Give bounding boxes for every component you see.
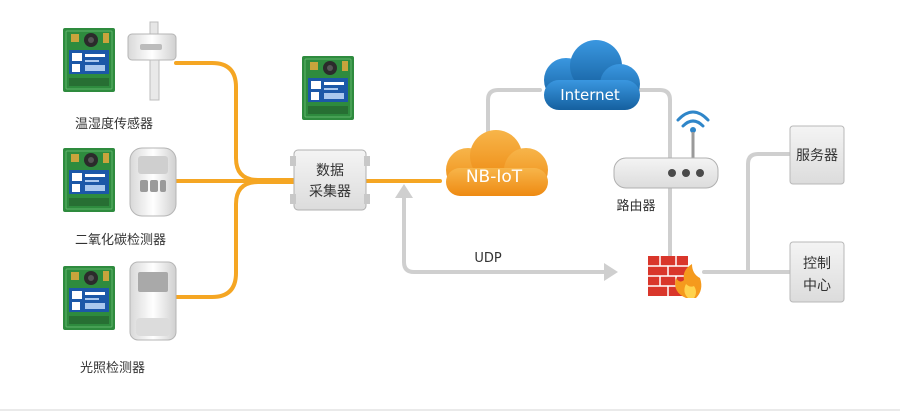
temp-humidity-label: 温湿度传感器 — [75, 116, 153, 132]
udp-label: UDP — [474, 251, 502, 266]
link-nbiot-internet — [486, 88, 542, 140]
server-label: 服务器 — [796, 148, 838, 164]
temp-humidity-probe-icon — [127, 21, 177, 101]
link-internet-router — [634, 88, 672, 160]
co2-meter-icon — [129, 147, 177, 217]
nbiot-label: NB-IoT — [466, 167, 523, 187]
sensor-links — [174, 61, 442, 299]
control-label-2: 中心 — [803, 278, 831, 294]
network-links — [402, 88, 792, 274]
pcb-module-icon — [62, 265, 116, 331]
link-temp — [174, 61, 302, 182]
control-label-1: 控制 — [803, 256, 831, 272]
udp-arrow-up-icon — [395, 184, 413, 198]
light-meter-icon — [129, 261, 177, 341]
server-box — [789, 125, 845, 185]
wifi-icon — [676, 110, 710, 128]
pcb-module-icon — [301, 55, 355, 121]
router-icon — [613, 157, 719, 189]
internet-cloud-icon — [544, 40, 640, 110]
collector-box-icon — [290, 149, 370, 211]
collector-label-2: 采集器 — [309, 183, 351, 200]
link-to-server — [746, 152, 792, 274]
collector-label-1: 数据 — [316, 163, 344, 179]
firewall-icon — [648, 256, 702, 298]
link-light — [174, 180, 302, 299]
link-udp-return — [402, 194, 606, 274]
light-label: 光照检测器 — [80, 361, 145, 376]
pcb-module-icon — [62, 27, 116, 93]
udp-arrow-right-icon — [604, 263, 618, 281]
control-center-box — [789, 241, 845, 303]
co2-label: 二氧化碳检测器 — [75, 233, 166, 248]
nbiot-cloud-icon — [446, 130, 548, 196]
internet-label: Internet — [560, 86, 620, 104]
pcb-module-icon — [62, 147, 116, 213]
router-label: 路由器 — [616, 198, 655, 214]
